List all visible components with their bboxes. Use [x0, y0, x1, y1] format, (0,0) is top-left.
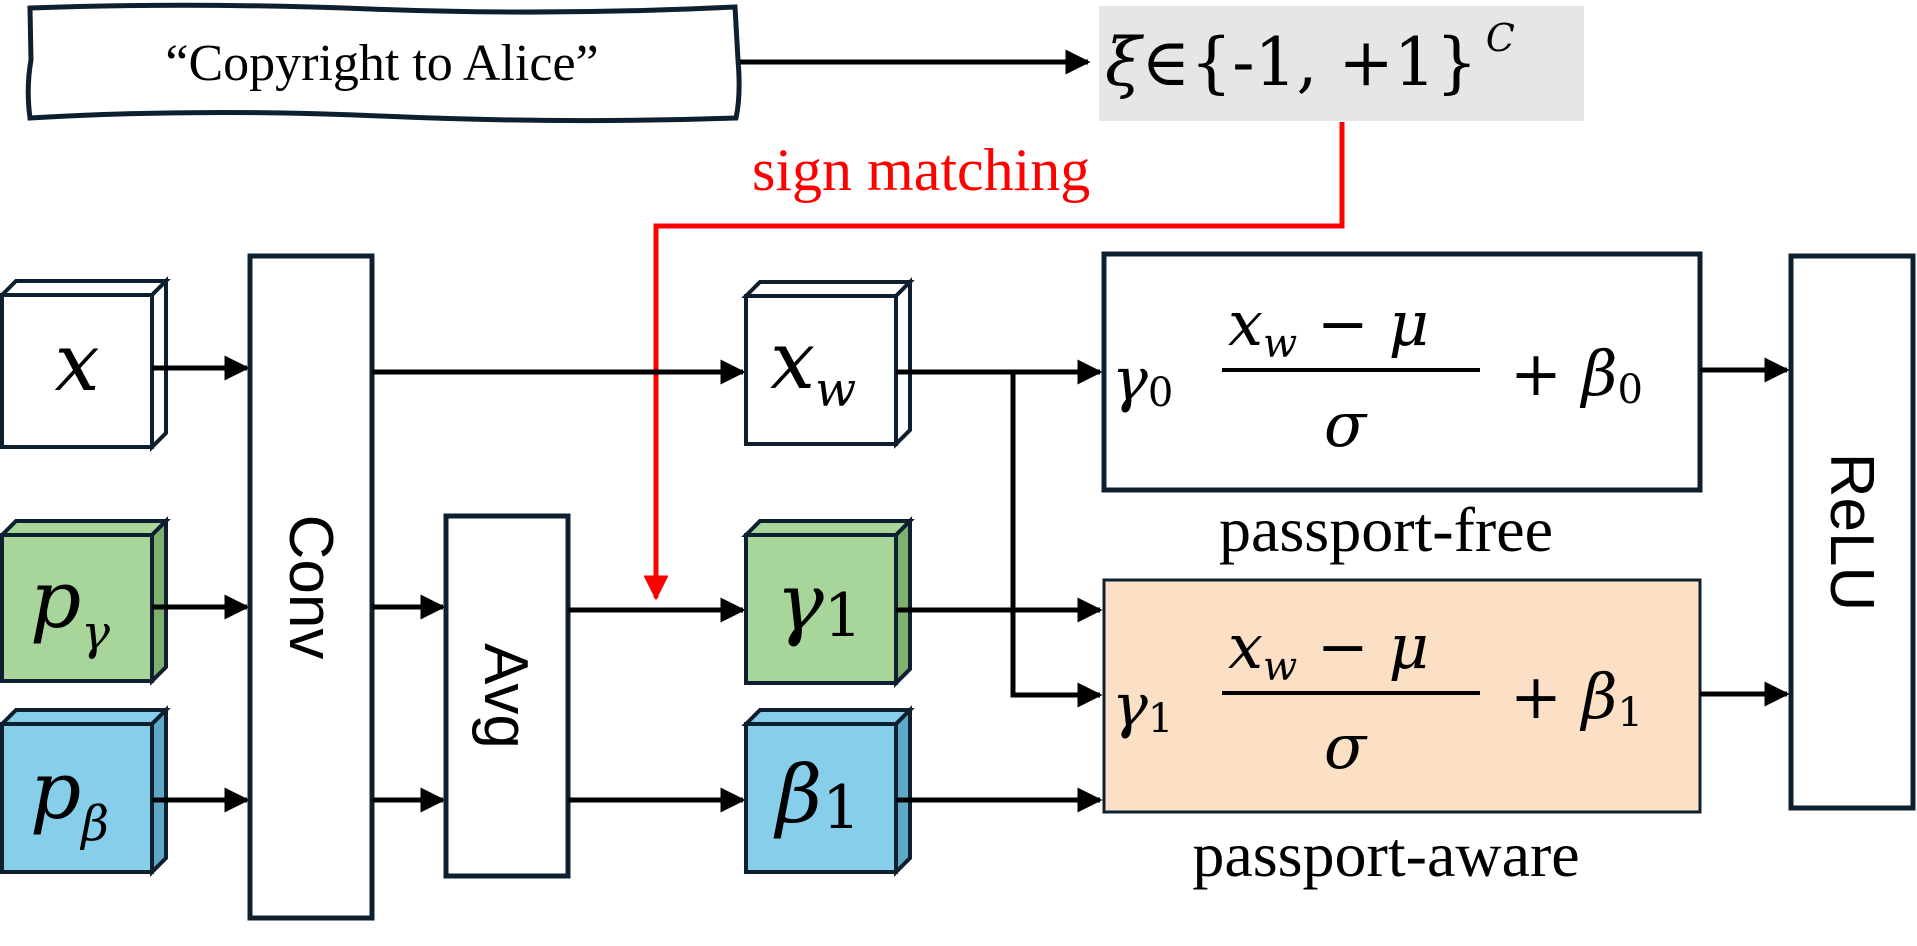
- input-p-gamma-cube: pγ: [0, 516, 171, 686]
- beta1-base: β: [773, 748, 822, 841]
- free-shift-sub: 0: [1618, 367, 1643, 413]
- relu-block: ReLU: [1788, 253, 1916, 811]
- free-numerator-rest: − μ: [1297, 287, 1429, 360]
- gamma1-base: γ: [776, 556, 824, 649]
- passport-free-box: γ0 xw − μ σ + β0: [1101, 251, 1703, 493]
- free-numerator-sub: w: [1263, 321, 1297, 367]
- passport-aware-box: γ1 xw − μ σ + β1: [1102, 578, 1702, 814]
- passport-free-caption: passport-free: [1219, 494, 1553, 565]
- svg-text:pβ: pβ: [30, 744, 109, 852]
- aware-scale-sub: 1: [1148, 696, 1173, 742]
- xw-base: x: [770, 314, 815, 407]
- aware-numerator-base: x: [1228, 610, 1263, 683]
- free-shift: + β: [1510, 337, 1618, 410]
- xi-symbol: ξ: [1105, 24, 1145, 101]
- signature-box: ξ∈{-1, +1}C: [1099, 6, 1584, 121]
- signature-superscript: C: [1486, 16, 1515, 60]
- avg-label: Avg: [471, 643, 540, 749]
- aware-shift: + β: [1510, 660, 1618, 733]
- gamma1-sub: 1: [824, 581, 862, 651]
- svg-text:xw − μ: xw − μ: [1228, 287, 1429, 367]
- relu-label: ReLU: [1817, 453, 1886, 612]
- conv-block: Conv: [247, 253, 375, 921]
- svg-text:xw − μ: xw − μ: [1228, 610, 1429, 690]
- aware-numerator-rest: − μ: [1297, 610, 1429, 683]
- watermark-message-box: “Copyright to Alice”: [25, 2, 742, 124]
- p-beta-sub: β: [79, 796, 109, 852]
- free-numerator-base: x: [1228, 287, 1263, 360]
- aware-scale: γ: [1112, 671, 1148, 741]
- feature-xw-cube: xw: [741, 277, 915, 449]
- watermark-message-text: “Copyright to Alice”: [165, 35, 598, 92]
- input-x-label: x: [54, 316, 99, 409]
- p-beta-base: p: [30, 744, 81, 837]
- sign-matching-label: sign matching: [752, 137, 1090, 203]
- svg-text:+ β0: + β0: [1510, 337, 1643, 413]
- signature-set: ∈{-1, +1}: [1141, 24, 1477, 101]
- svg-text:xw: xw: [770, 314, 856, 418]
- xw-to-aware-arrow: [1010, 372, 1103, 708]
- feature-gamma1-cube: γ1: [741, 516, 915, 688]
- svg-text:γ0: γ0: [1112, 345, 1173, 416]
- aware-numerator-sub: w: [1263, 644, 1297, 690]
- svg-text:β1: β1: [773, 748, 860, 843]
- passport-aware-caption: passport-aware: [1192, 819, 1579, 890]
- svg-text:ξ∈{-1, +1}C: ξ∈{-1, +1}C: [1105, 16, 1515, 101]
- aware-shift-sub: 1: [1618, 690, 1643, 736]
- beta1-sub: 1: [822, 773, 860, 843]
- input-p-beta-cube: pβ: [0, 705, 171, 877]
- conv-label: Conv: [276, 515, 345, 660]
- p-gamma-base: p: [30, 553, 81, 646]
- aware-denominator: σ: [1324, 710, 1368, 783]
- free-denominator: σ: [1324, 388, 1368, 461]
- svg-text:pγ: pγ: [30, 553, 110, 661]
- free-scale-sub: 0: [1148, 370, 1173, 416]
- free-scale: γ: [1112, 345, 1148, 415]
- feature-beta1-cube: β1: [741, 705, 915, 877]
- svg-text:γ1: γ1: [776, 556, 862, 651]
- svg-text:γ1: γ1: [1112, 671, 1173, 742]
- xw-sub: w: [815, 362, 856, 418]
- avg-block: Avg: [443, 513, 571, 879]
- sign-matching-arrow: [643, 122, 1345, 601]
- p-gamma-sub: γ: [81, 605, 110, 661]
- input-x-cube: x: [0, 276, 171, 452]
- svg-text:+ β1: + β1: [1510, 660, 1643, 736]
